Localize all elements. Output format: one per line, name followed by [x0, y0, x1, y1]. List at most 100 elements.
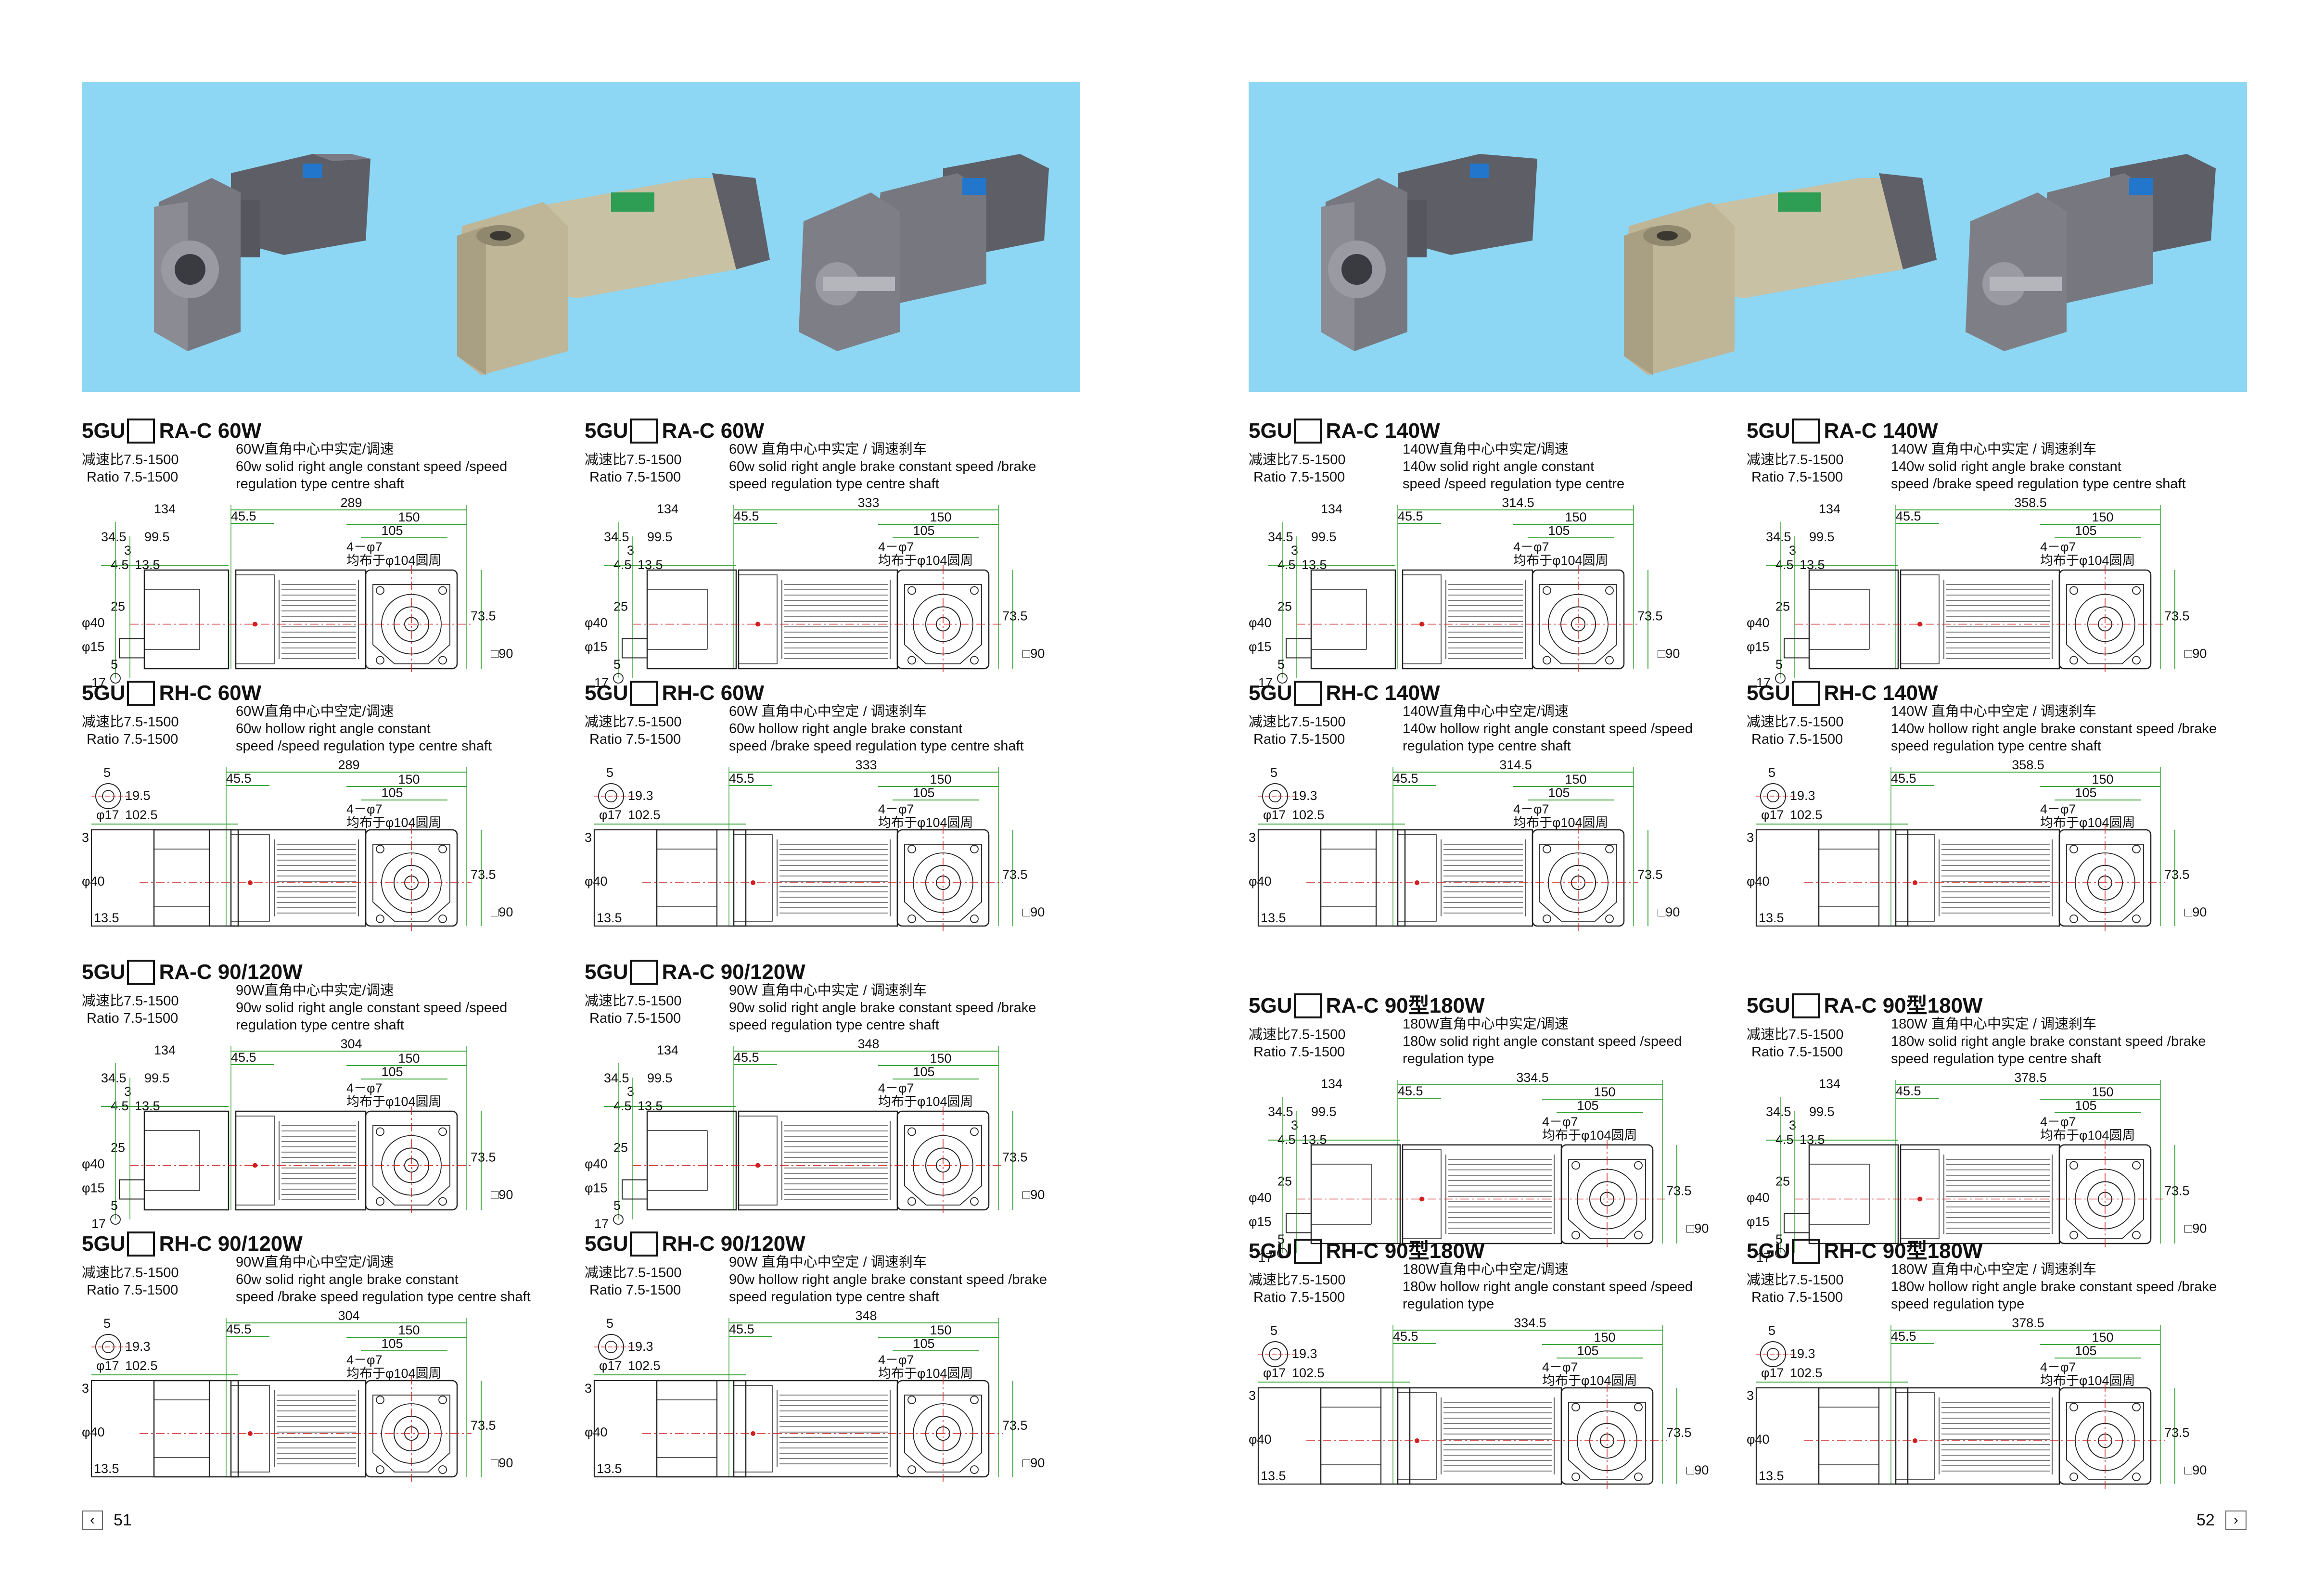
output-shaft	[119, 638, 145, 659]
dimension-label: 5	[1270, 1323, 1277, 1338]
desc-line-2: 140w solid right angle constant	[1403, 459, 1595, 474]
model-prefix: 5GU	[1747, 419, 1790, 443]
bolt-hole-icon	[970, 1197, 979, 1206]
dimension-label: 25	[111, 599, 125, 614]
dimension-label: 均布于φ104圆周	[2040, 815, 2135, 830]
next-page-icon[interactable]: ›	[2225, 1511, 2247, 1530]
dimension-label: 4－φ7	[346, 1353, 383, 1367]
flange-outline	[2066, 584, 2144, 664]
ratio-cn: 减速比7.5-1500	[82, 993, 179, 1009]
bolt-hole-icon	[1571, 1473, 1580, 1481]
dimension-label: 3	[1249, 830, 1256, 845]
bolt-hole-icon	[2069, 1161, 2078, 1170]
bolt-hole-icon	[1634, 1161, 1643, 1170]
drawing-geometry: 3041501054－φ7均布于φ104圆周45.573.5□90519.3φ1…	[82, 1308, 513, 1482]
model-code-box	[1294, 1239, 1322, 1264]
flange-outline	[2066, 844, 2144, 922]
desc-line-3: speed /brake speed regulation type centr…	[729, 738, 1024, 754]
dimension-label: 5	[606, 1316, 613, 1331]
dimension-label: 25	[1775, 599, 1790, 614]
model-variant: RH-C	[662, 1232, 715, 1256]
shaft-key-icon	[110, 673, 121, 684]
model-power: 90/120W	[217, 960, 303, 984]
bolt-hole-icon	[1605, 845, 1614, 853]
model-prefix: 5GU	[82, 1232, 126, 1256]
model-variant: RA-C	[1824, 994, 1877, 1017]
dimension-label: 45.5	[1891, 771, 1916, 786]
motor-side-view	[738, 1110, 898, 1211]
desc-line-3: regulation type	[1403, 1051, 1494, 1066]
flange-outline	[1539, 844, 1617, 922]
flange-outline	[904, 844, 982, 922]
dimension-label: 均布于φ104圆周	[1542, 1373, 1637, 1388]
desc-line-1: 140W直角中心中实定/调速	[1403, 442, 1569, 457]
spec-description: 140W直角中心中空定/调速 140w hollow right angle c…	[1403, 703, 1749, 755]
gearbox-front-view	[153, 1380, 239, 1478]
desc-line-3: regulation type centre shaft	[236, 476, 404, 492]
hollow-gearbox-profile	[593, 829, 718, 927]
model-code-box	[1294, 419, 1322, 444]
dimension-label: 102.5	[1292, 1366, 1325, 1380]
drawing-geometry: 378.51501054－φ7均布于φ104圆周45.573.5□90519.3…	[1747, 1316, 2207, 1489]
desc-line-3: regulation type centre shaft	[1403, 738, 1571, 754]
bolt-hole-icon	[907, 1396, 916, 1404]
bolt-hole-icon	[907, 1465, 916, 1474]
dimension-label: 5	[1277, 1232, 1285, 1246]
dimension-label: 均布于φ104圆周	[1542, 1128, 1637, 1143]
dimension-label: □90	[2184, 1221, 2207, 1236]
dimension-label: 4.5	[1277, 558, 1296, 572]
bolt-hole-icon	[438, 1197, 447, 1206]
dimension-label: 34.5	[604, 1071, 629, 1085]
dimension-label: 13.5	[1759, 1469, 1784, 1483]
ratio-cn: 减速比7.5-1500	[82, 452, 179, 468]
dimension-label: 102.5	[1790, 808, 1823, 822]
gear-housing	[733, 1385, 773, 1473]
model-code-box	[127, 1232, 155, 1257]
dimension-label: 4－φ7	[346, 540, 383, 554]
ratio-en: Ratio 7.5-1500	[87, 732, 179, 747]
gearbox-front-view	[143, 1110, 230, 1211]
gear-motor-photo-1	[154, 154, 370, 351]
dimension-label: 19.3	[1790, 1346, 1815, 1361]
center-mark	[1913, 880, 1917, 885]
dimension-label: 13.5	[1261, 911, 1286, 925]
gear-housing	[1397, 1392, 1437, 1480]
prev-page-icon[interactable]: ‹	[82, 1511, 103, 1530]
center-mark	[1917, 1196, 1922, 1202]
shaft-key-icon	[613, 1214, 624, 1225]
dimension-label: 4.5	[111, 558, 129, 572]
dimension-label: □90	[1022, 905, 1045, 919]
bolt-hole-icon	[907, 1127, 916, 1136]
desc-line-1: 60W直角中心中实定/调速	[236, 442, 394, 457]
dimension-label: □90	[491, 647, 513, 661]
dimension-label: 均布于φ104圆周	[1513, 553, 1609, 568]
desc-line-1: 140W 直角中心中空定 / 调速刹车	[1891, 704, 2096, 719]
model-code-box	[127, 960, 155, 985]
dimension-label: 均布于φ104圆周	[346, 553, 442, 568]
ratio-cn: 减速比7.5-1500	[1249, 1027, 1346, 1042]
gear-housing	[1397, 834, 1437, 922]
dimension-label: 4－φ7	[1542, 1360, 1578, 1374]
center-mark	[253, 1163, 257, 1168]
dimension-label: 45.5	[231, 1050, 256, 1065]
bolt-hole-icon	[1571, 1161, 1580, 1170]
ratio-en: Ratio 7.5-1500	[1253, 1290, 1345, 1305]
dimension-label: φ15	[585, 640, 608, 654]
dimension-label: 150	[398, 1323, 420, 1337]
gearbox-front-view	[1818, 1387, 1909, 1485]
dimension-label: 17	[1756, 1250, 1771, 1265]
desc-line-1: 60W 直角中心中实定 / 调速刹车	[729, 442, 927, 457]
flange-outline	[372, 584, 450, 664]
dimension-label: 13.5	[597, 911, 622, 925]
drawing-geometry: 3331501054－φ7均布于φ104圆周45.573.5□90519.3φ1…	[585, 758, 1045, 931]
desc-line-2: 90w solid right angle brake constant spe…	[729, 1000, 1036, 1016]
ratio-info: 减速比7.5-1500 Ratio 7.5-1500	[1747, 713, 1844, 748]
